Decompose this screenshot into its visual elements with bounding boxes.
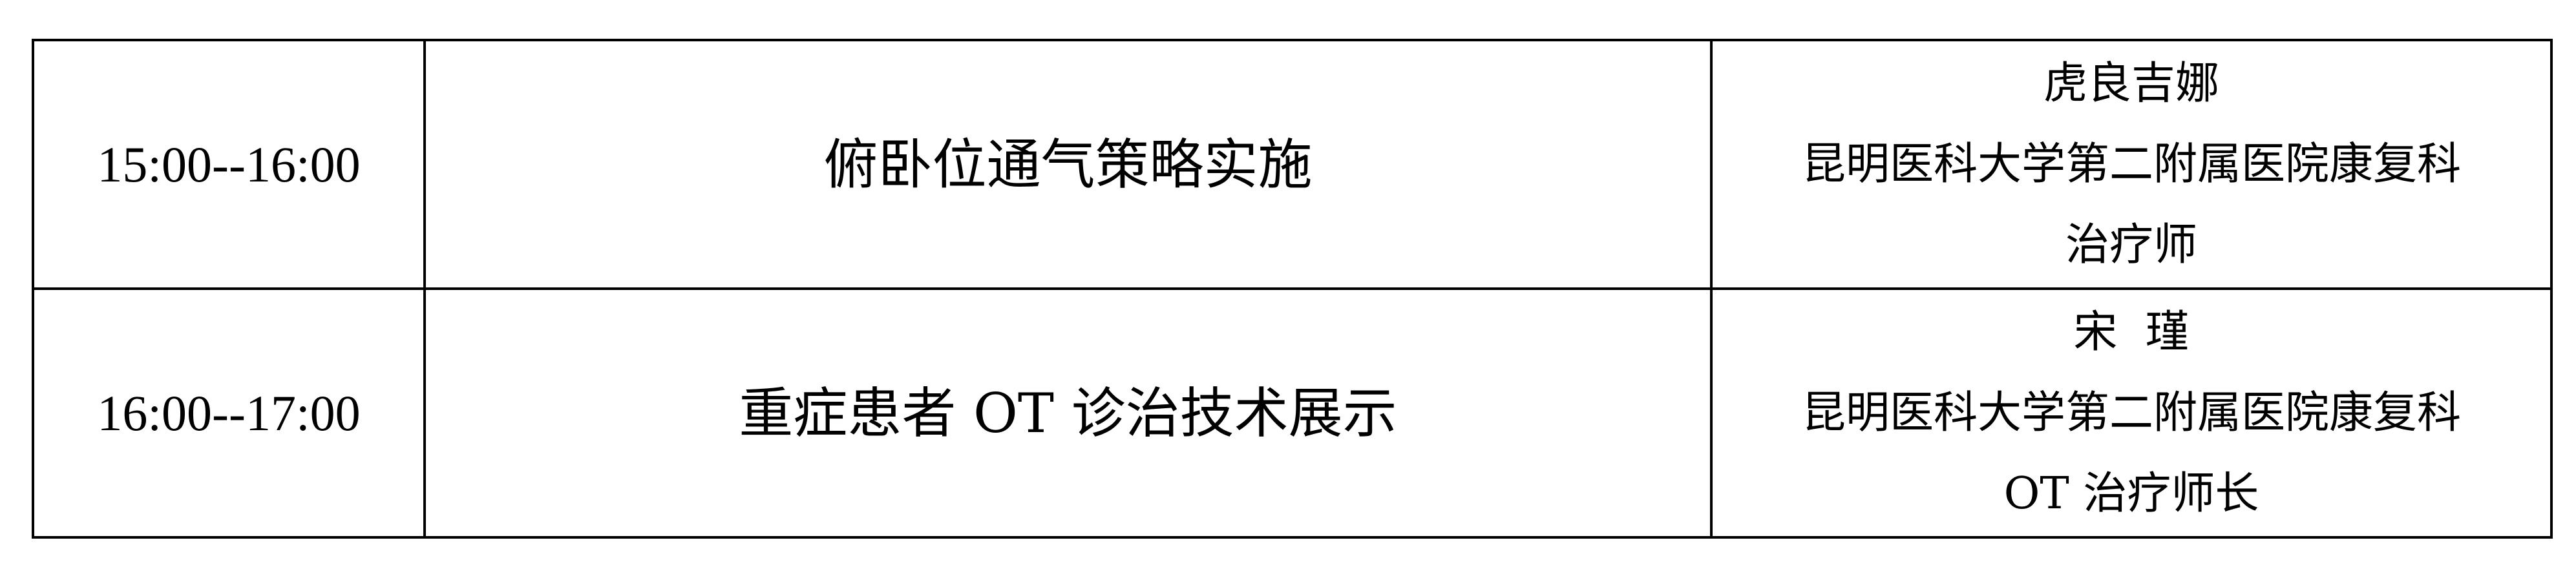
schedule-table: 15:00--16:00 俯卧位通气策略实施 虎良吉娜 昆明医科大学第二附属医院… [32,39,2553,539]
table-row: 15:00--16:00 俯卧位通气策略实施 虎良吉娜 昆明医科大学第二附属医院… [32,39,2553,290]
speaker-affiliation: 昆明医科大学第二附属医院康复科 [1801,388,2461,439]
speaker-name: 虎良吉娜 [2043,58,2219,109]
speaker-title: 治疗师 [2065,220,2197,271]
speaker-title: OT 治疗师长 [2003,468,2259,519]
speaker-block: 宋 瑾 昆明医科大学第二附属医院康复科 OT 治疗师长 [1713,290,2550,536]
topic-cell: 俯卧位通气策略实施 [423,39,1713,290]
speaker-cell: 宋 瑾 昆明医科大学第二附属医院康复科 OT 治疗师长 [1710,287,2553,539]
time-cell: 16:00--17:00 [32,287,426,539]
speaker-name: 宋 瑾 [2073,307,2190,358]
topic-cell: 重症患者 OT 诊治技术展示 [423,287,1713,539]
table-row: 16:00--17:00 重症患者 OT 诊治技术展示 宋 瑾 昆明医科大学第二… [32,287,2553,539]
speaker-cell: 虎良吉娜 昆明医科大学第二附属医院康复科 治疗师 [1710,39,2553,290]
speaker-affiliation: 昆明医科大学第二附属医院康复科 [1801,139,2461,190]
time-cell: 15:00--16:00 [32,39,426,290]
speaker-block: 虎良吉娜 昆明医科大学第二附属医院康复科 治疗师 [1713,41,2550,287]
